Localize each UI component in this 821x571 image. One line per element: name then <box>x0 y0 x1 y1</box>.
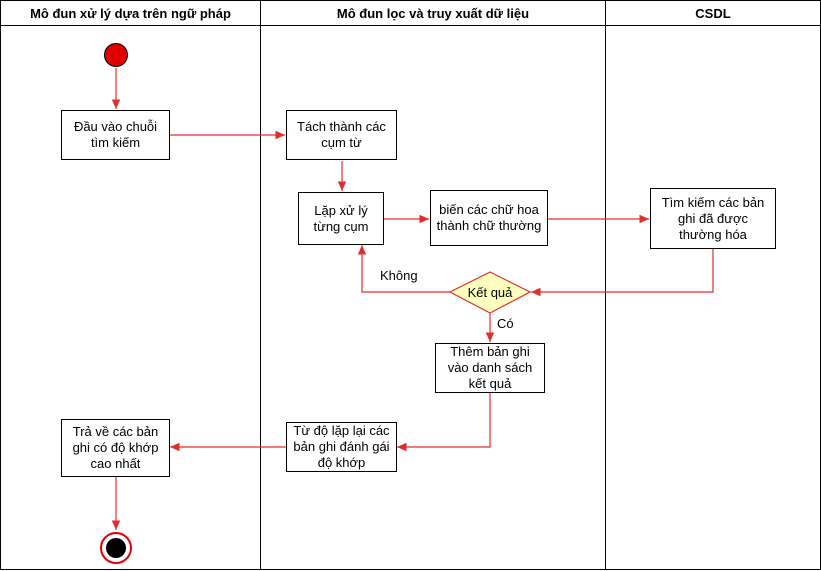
lane-database-title: CSDL <box>606 1 820 26</box>
edge-search-decision <box>531 249 714 297</box>
lane-filter-title: Mô đun lọc và truy xuất dữ liệu <box>261 1 605 26</box>
lane-grammar-title: Mô đun xử lý dựa trên ngữ pháp <box>1 1 260 26</box>
node-repeat: Từ độ lặp lại các bản ghi đánh gái độ kh… <box>286 422 397 472</box>
node-return: Trả về các bản ghi có độ khớp cao nhất <box>61 419 170 477</box>
edge-decision-loop <box>357 245 451 293</box>
node-input: Đầu vào chuỗi tìm kiếm <box>61 110 170 160</box>
node-add: Thêm bản ghi vào danh sách kết quả <box>435 343 545 393</box>
node-loop: Lặp xử lý từng cụm <box>298 192 384 245</box>
edge-add-repeat <box>397 392 491 452</box>
node-split: Tách thành các cụm từ <box>286 110 397 160</box>
label-no: Không <box>380 268 418 283</box>
node-search: Tìm kiếm các bản ghi đã được thường hóa <box>650 188 776 249</box>
decision-diamond <box>448 271 532 314</box>
node-lowercase: biến các chữ hoa thành chữ thường <box>430 190 548 246</box>
label-yes: Có <box>497 316 514 331</box>
end-node <box>100 532 132 564</box>
end-node-inner <box>106 538 126 558</box>
start-node <box>104 43 128 67</box>
decision-label: Kết quả <box>467 284 513 300</box>
